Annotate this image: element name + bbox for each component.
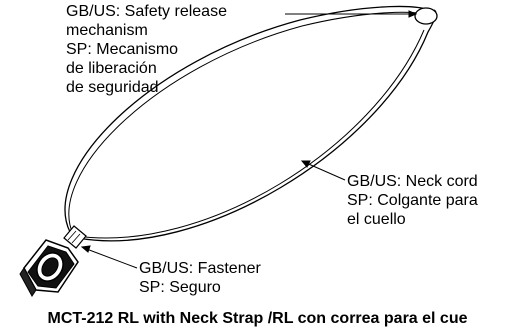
fastener-leader-arrowhead	[80, 245, 91, 253]
fastener-leader-line	[83, 247, 138, 269]
label-line: de seguridad	[66, 79, 159, 96]
release-leader-arrowhead	[408, 10, 418, 18]
safety-release-mechanism	[414, 7, 438, 25]
label-line: SP: Colgante para	[347, 192, 478, 209]
label-line: GB/US: Fastener	[139, 260, 261, 277]
figure-caption: MCT-212 RL with Neck Strap /RL con corre…	[47, 310, 468, 327]
label-line: SP: Seguro	[139, 279, 221, 296]
label-line: de liberación	[66, 60, 157, 77]
label-line: GB/US: Safety release	[66, 3, 227, 20]
label-line: mechanism	[66, 22, 148, 39]
leader-lines	[80, 10, 418, 269]
label-line: SP: Mecanismo	[66, 41, 179, 58]
label-line: el cuello	[347, 211, 406, 228]
fastener-label: GB/US: Fastener SP: Seguro	[139, 259, 261, 297]
safety-release-label: GB/US: Safety release mechanism SP: Meca…	[66, 2, 227, 97]
label-line: GB/US: Neck cord	[347, 173, 478, 190]
neck-cord-label: GB/US: Neck cord SP: Colgante para el cu…	[347, 172, 478, 229]
fastener	[19, 225, 87, 297]
cord-leader-arrowhead	[300, 160, 311, 168]
cord-leader-line	[303, 161, 346, 181]
